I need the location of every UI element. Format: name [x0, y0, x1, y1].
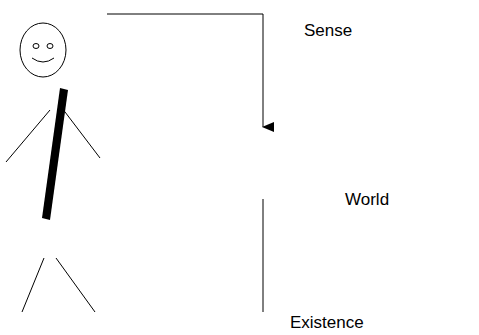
eye [47, 44, 53, 49]
arm [6, 110, 50, 162]
existence-line [263, 199, 264, 312]
label-text: Sense [304, 21, 352, 41]
eye [33, 44, 39, 49]
leg [56, 258, 95, 312]
arm [62, 108, 100, 158]
label-text: Existence [290, 313, 364, 333]
label-text: World [345, 190, 389, 210]
smile [32, 58, 54, 62]
head [20, 23, 66, 77]
leg [22, 258, 44, 312]
body [42, 88, 68, 220]
sense-arrow [107, 14, 263, 127]
